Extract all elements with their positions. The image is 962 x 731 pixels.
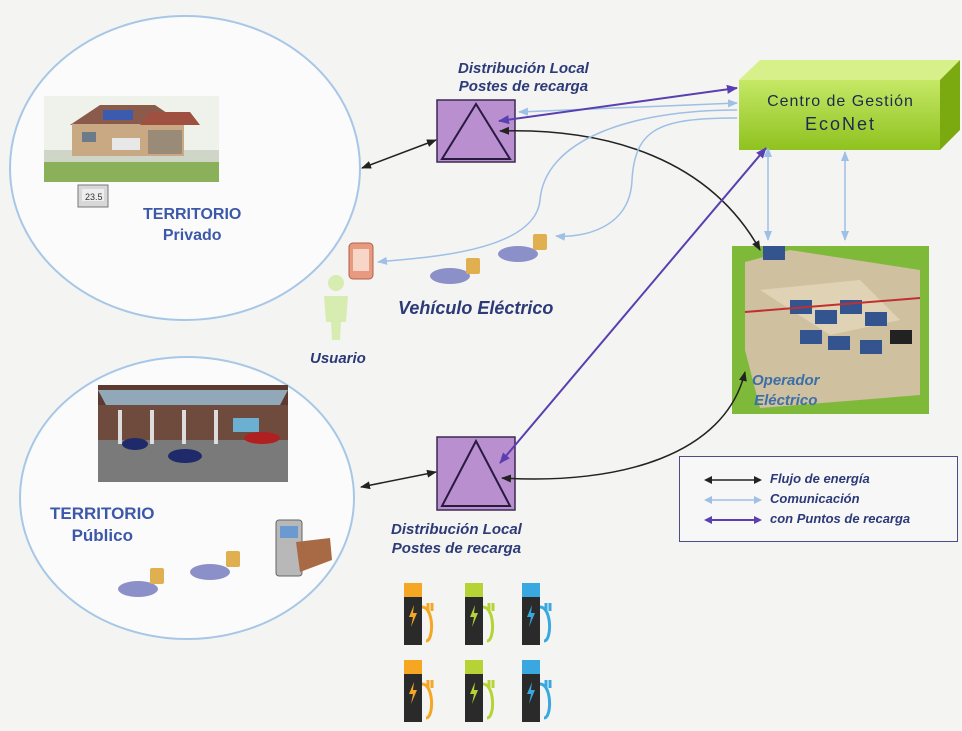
energy-arrow-public [360, 469, 437, 490]
control-center-box [739, 60, 960, 150]
bottom-distribution-line2: Postes de recarga [391, 540, 522, 557]
legend-label-communication: Comunicación [770, 491, 860, 506]
ev-car-icon [430, 258, 480, 284]
user-person-icon [324, 275, 348, 340]
public-territory-label: TERRITORIO Público [50, 503, 155, 547]
communication-arrow-icon [704, 496, 762, 504]
green-bolt-charger-icon [465, 583, 495, 645]
energy-flow-arrow-icon [704, 476, 762, 484]
control-center-line1: Centro de Gestión [767, 93, 914, 110]
control-center-line2: EcoNet [804, 114, 877, 134]
ev-car-icon [118, 568, 164, 597]
operator-line1: Operador [752, 372, 820, 389]
blue-parking-charger-icon [522, 660, 552, 722]
public-station-image [98, 385, 288, 482]
charging-stations-grid [404, 583, 552, 722]
electric-vehicle-label: Vehículo Eléctrico [398, 298, 554, 318]
charge-points-arrow-top [498, 84, 738, 125]
operator-label: Operador Eléctrico [752, 371, 820, 411]
bottom-distribution-title: Distribución Local Postes de recarga [391, 520, 522, 558]
energy-arrow-operator-top [499, 126, 761, 251]
energy-arrow-private [361, 139, 437, 169]
green-parking-charger-icon [465, 660, 495, 722]
private-territory-line2: Privado [162, 227, 222, 244]
top-distribution-title: Distribución Local Postes de recarga [458, 60, 589, 96]
smartphone-icon [348, 242, 374, 280]
top-distribution-line1: Distribución Local [458, 60, 589, 77]
private-territory-line1: TERRITORIO [143, 206, 242, 223]
orange-battery-charger-icon [404, 583, 434, 645]
thermostat-reading: 23.5 [85, 192, 103, 202]
top-distribution-line2: Postes de recarga [458, 78, 589, 95]
ev-car-icon [190, 551, 240, 580]
legend: Flujo de energía Comunicación con Puntos… [679, 456, 958, 542]
orange-bolt-charger-icon [404, 660, 434, 722]
legend-label-charge-points: con Puntos de recarga [770, 511, 911, 526]
public-territory-line2: Público [71, 526, 133, 545]
control-center-label: Centro de Gestión EcoNet [741, 90, 940, 136]
charge-points-arrow-icon [704, 516, 762, 524]
charge-points-arrow-bottom [499, 147, 767, 464]
user-label: Usuario [310, 350, 366, 367]
operator-line2: Eléctrico [754, 392, 818, 409]
private-territory-label: TERRITORIO Privado [143, 204, 241, 246]
blue-bolt-charger-icon [522, 583, 552, 645]
private-house-image [44, 96, 219, 208]
bottom-charging-pole-box [436, 436, 516, 511]
legend-label-energy: Flujo de energía [770, 471, 870, 486]
payment-terminal-icon [275, 519, 332, 577]
public-territory-line1: TERRITORIO [50, 504, 155, 523]
bottom-distribution-line1: Distribución Local [391, 521, 522, 538]
